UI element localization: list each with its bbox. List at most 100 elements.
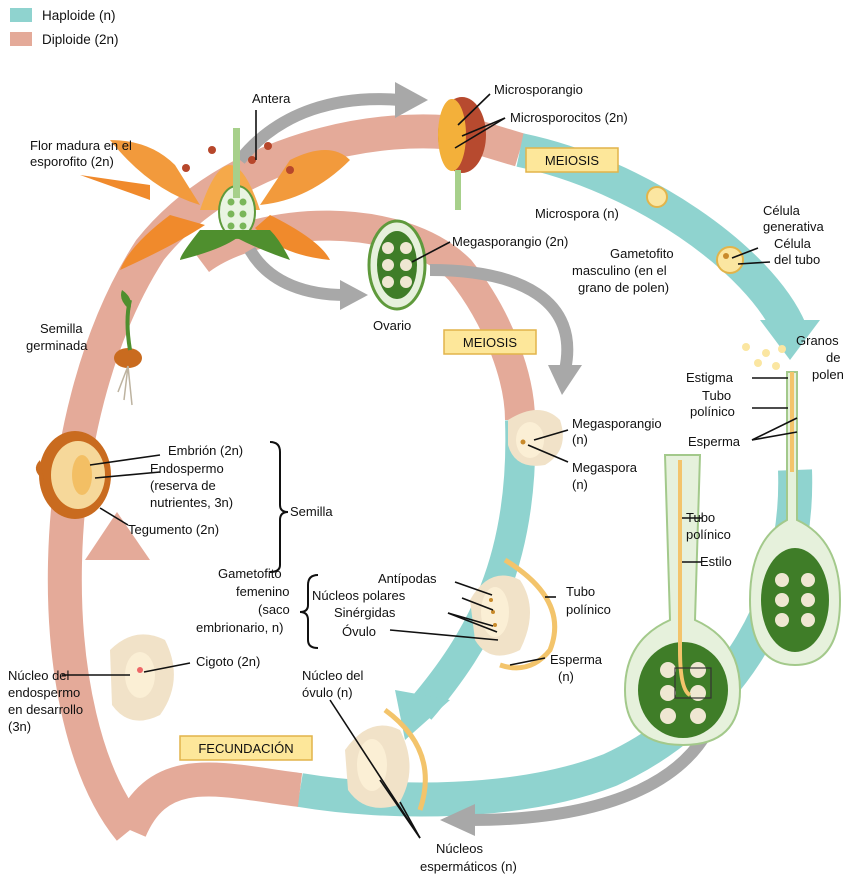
label-cigoto: Cigoto (2n) xyxy=(196,654,260,669)
label-celula-tubo-2: del tubo xyxy=(774,252,820,267)
label-flor-2: esporofito (2n) xyxy=(30,154,114,169)
label-endospermo-3: nutrientes, 3n) xyxy=(150,495,233,510)
grey-arrow-top xyxy=(235,93,401,164)
label-tubo-pol-a-2: polínico xyxy=(690,404,735,419)
pollen-grain xyxy=(716,246,744,274)
pistil-center xyxy=(623,454,742,747)
label-flor-1: Flor madura en el xyxy=(30,138,132,153)
anther-cross-section xyxy=(438,97,486,210)
label-estilo: Estilo xyxy=(700,554,732,569)
meiosis-top-label: MEIOSIS xyxy=(545,153,600,168)
label-estigma: Estigma xyxy=(686,370,734,385)
grey-arrow-megasporangium-head xyxy=(548,365,582,395)
meiosis-mid-label: MEIOSIS xyxy=(463,335,518,350)
label-nucleos-esp-1: Núcleos xyxy=(436,841,483,856)
microspore xyxy=(646,186,668,208)
germinated-seed xyxy=(114,290,142,406)
label-granos-2: de xyxy=(826,350,840,365)
diploid-swatch xyxy=(10,32,32,46)
label-gametofito-f-3: (saco xyxy=(258,602,290,617)
label-gametofito-m-2: masculino (en el xyxy=(572,263,667,278)
label-antipodas: Antípodas xyxy=(378,571,437,586)
label-ovario: Ovario xyxy=(373,318,411,333)
label-semilla-germ-2: germinada xyxy=(26,338,88,353)
falling-pollen-grains xyxy=(742,343,786,370)
label-gametofito-m-1: Gametofito xyxy=(610,246,674,261)
grey-arrow-megasporangium xyxy=(429,264,574,372)
label-gametofito-f-4: embrionario, n) xyxy=(196,620,283,635)
label-nucleo-ovulo-1: Núcleo del xyxy=(302,668,364,683)
ovule-embryo-sac xyxy=(470,557,558,671)
label-esperma-mid-2: (n) xyxy=(558,669,574,684)
meiosis-top-box xyxy=(525,147,619,173)
leader-lines xyxy=(62,93,798,839)
meiosis-mid-box xyxy=(443,329,537,355)
label-nucleo-endo-4: (3n) xyxy=(8,719,31,734)
grey-arrow-ovary-head xyxy=(340,280,368,310)
label-celula-tubo-1: Célula xyxy=(774,236,812,251)
haploid-swatch xyxy=(10,8,32,22)
label-embrion: Embrión (2n) xyxy=(168,443,243,458)
label-microsporocitos: Microsporocitos (2n) xyxy=(510,110,628,125)
developing-seed xyxy=(110,634,174,721)
label-tubo-pol-c-1: Tubo xyxy=(566,584,595,599)
gametophyte-bracket xyxy=(299,574,319,649)
label-microspora: Microspora (n) xyxy=(535,206,619,221)
fertilization-box xyxy=(179,735,313,761)
label-granos-1: Granos xyxy=(796,333,839,348)
label-tegumento: Tegumento (2n) xyxy=(128,522,219,537)
seed xyxy=(35,431,111,519)
label-endospermo-2: (reserva de xyxy=(150,478,216,493)
label-megaspora-1: Megaspora xyxy=(572,460,638,475)
label-ovulo: Óvulo xyxy=(342,624,376,639)
legend-haploid: Haploide (n) xyxy=(42,8,116,23)
fertilization-label: FECUNDACIÓN xyxy=(198,741,293,756)
label-microsporangio: Microsporangio xyxy=(494,82,583,97)
generative-cell-dot xyxy=(723,253,729,259)
grey-arrow-bottom-head xyxy=(440,804,475,836)
label-celula-gen-1: Célula xyxy=(763,203,801,218)
label-tubo-pol-c-2: polínico xyxy=(566,602,611,617)
mature-flower xyxy=(80,128,350,270)
label-semilla-germ-1: Semilla xyxy=(40,321,83,336)
inner-arrow-head xyxy=(395,690,450,740)
label-esperma-right: Esperma xyxy=(688,434,741,449)
label-sinergidas: Sinérgidas xyxy=(334,605,396,620)
diploid-outer-band-bottom xyxy=(114,762,303,838)
pistil-right xyxy=(748,371,842,667)
fertilized-ovule xyxy=(345,707,428,811)
down-arrow-pollen xyxy=(760,320,820,360)
label-megasporangio-n-1: Megasporangio xyxy=(572,416,662,431)
seed-bracket xyxy=(269,441,289,573)
label-gametofito-m-3: grano de polen) xyxy=(578,280,669,295)
label-gametofito-f-2: femenino xyxy=(236,584,289,599)
label-megasporangio-2n: Megasporangio (2n) xyxy=(452,234,568,249)
label-tubo-pol-a-1: Tubo xyxy=(702,388,731,403)
label-nucleo-ovulo-2: óvulo (n) xyxy=(302,685,353,700)
label-semilla: Semilla xyxy=(290,504,333,519)
label-megasporangio-n-2: (n) xyxy=(572,432,588,447)
grey-arrow-ovary xyxy=(244,246,346,301)
label-megaspora-2: (n) xyxy=(572,477,588,492)
megasporangium xyxy=(508,410,563,466)
label-nucleo-endo-2: endospermo xyxy=(8,685,80,700)
label-nucleo-endo-3: en desarrollo xyxy=(8,702,83,717)
label-granos-3: polen xyxy=(812,367,844,382)
diploid-outer-band xyxy=(47,114,525,841)
ovary xyxy=(367,219,427,311)
label-tubo-pol-b-2: polínico xyxy=(686,527,731,542)
up-arrow-left xyxy=(85,512,150,560)
label-nucleo-endo-1: Núcleo del xyxy=(8,668,70,683)
legend-diploid: Diploide (2n) xyxy=(42,32,119,47)
label-nucleos-polares: Núcleos polares xyxy=(312,588,406,603)
label-endospermo-1: Endospermo xyxy=(150,461,224,476)
label-esperma-mid-1: Esperma xyxy=(550,652,603,667)
grey-arrow-top-head xyxy=(395,82,428,118)
label-gametofito-f-1: Gametofito xyxy=(218,566,282,581)
label-nucleos-esp-2: espermáticos (n) xyxy=(420,859,517,874)
label-celula-gen-2: generativa xyxy=(763,219,824,234)
label-tubo-pol-b-1: Tubo xyxy=(686,510,715,525)
label-antera: Antera xyxy=(252,91,291,106)
